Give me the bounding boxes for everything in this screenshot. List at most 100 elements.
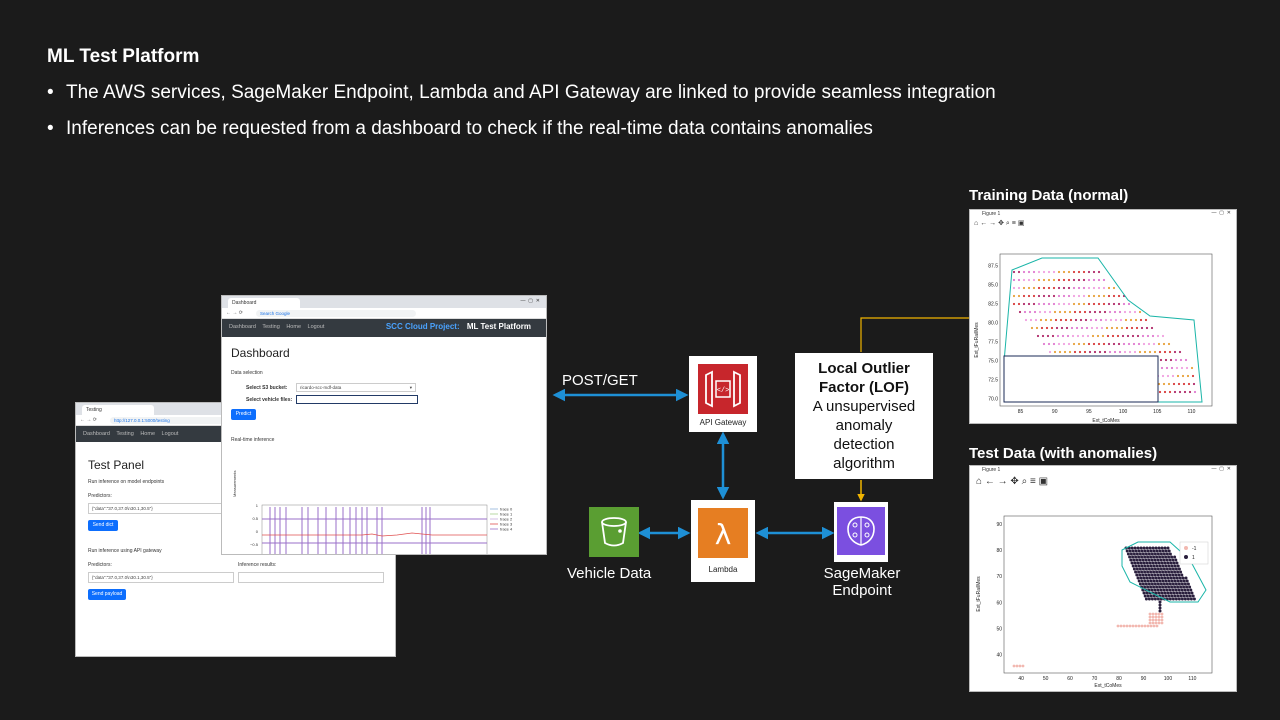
training-point	[1188, 390, 1192, 394]
inlier-point	[1167, 549, 1171, 553]
forward-icon[interactable]: →	[997, 476, 1008, 487]
nav-dashboard[interactable]: Dashboard	[229, 324, 256, 330]
bucket-label: Select S3 bucket:	[246, 385, 288, 391]
forward-icon[interactable]: →	[989, 220, 997, 227]
nav-dashboard[interactable]: Dashboard	[83, 431, 110, 437]
inlier-point	[1171, 597, 1175, 601]
training-point	[1182, 382, 1186, 386]
outlier-point	[1157, 621, 1161, 625]
bullet-1: •The AWS services, SageMaker Endpoint, L…	[47, 82, 996, 103]
training-point	[1138, 350, 1142, 354]
test-panel-tab[interactable]: Testing	[82, 405, 154, 415]
training-point	[1093, 310, 1097, 314]
y-tick: 0.5	[252, 516, 258, 521]
inlier-point	[1136, 561, 1140, 565]
inlier-point	[1139, 576, 1143, 580]
inlier-point	[1146, 564, 1150, 568]
inlier-point	[1146, 594, 1150, 598]
inlier-point	[1137, 549, 1141, 553]
send-payload-button[interactable]: Send payload	[88, 589, 126, 600]
training-point	[1032, 294, 1036, 298]
inlier-point	[1155, 564, 1159, 568]
configure-icon[interactable]: ≡	[1011, 220, 1016, 227]
inlier-point	[1165, 552, 1169, 556]
training-point	[1118, 310, 1122, 314]
inlier-point	[1168, 558, 1172, 562]
send-dict-button[interactable]: Send dict	[88, 520, 118, 531]
inlier-point	[1173, 555, 1177, 559]
test-points	[1012, 546, 1196, 668]
inlier-point	[1158, 570, 1162, 574]
training-point	[1082, 278, 1086, 282]
training-point	[1134, 318, 1138, 322]
training-point	[1017, 302, 1021, 306]
training-point	[1067, 286, 1071, 290]
nav-testing[interactable]: Testing	[116, 431, 134, 437]
bucket-select[interactable]: ricardo-scc-mdf-data▾	[296, 383, 416, 392]
back-icon[interactable]: ←	[984, 476, 995, 487]
inlier-point	[1152, 585, 1156, 589]
training-point	[1040, 326, 1044, 330]
nav-logout[interactable]: Logout	[307, 324, 325, 330]
training-point	[1042, 270, 1046, 274]
nav-logout[interactable]: Logout	[161, 431, 179, 437]
y-tick: 40	[996, 653, 1002, 659]
back-icon[interactable]: ←	[980, 220, 988, 227]
nav-arrows-icon[interactable]: ← → ⟳	[226, 310, 243, 316]
zoom-icon[interactable]: ⌕	[1021, 476, 1028, 487]
dashboard-tab[interactable]: Dashboard	[228, 298, 300, 308]
bullet-1-text: The AWS services, SageMaker Endpoint, La…	[66, 82, 996, 103]
zoom-icon[interactable]: ⌕	[1005, 220, 1010, 227]
training-point	[1112, 294, 1116, 298]
training-point	[1032, 278, 1036, 282]
training-point	[1091, 334, 1095, 338]
training-point	[1097, 302, 1101, 306]
window-controls-icon[interactable]: — ▢ ✕	[520, 298, 540, 304]
save-icon[interactable]: ▣	[1017, 220, 1025, 227]
test-panel-url[interactable]: http://127.0.0.1:5000/testing	[110, 417, 270, 424]
training-point	[1034, 318, 1038, 322]
inlier-point	[1165, 573, 1169, 577]
inlier-point	[1143, 585, 1147, 589]
nav-home[interactable]: Home	[286, 324, 301, 330]
inlier-point	[1174, 558, 1178, 562]
pan-icon[interactable]: ✥	[1010, 476, 1019, 487]
training-point	[1072, 302, 1076, 306]
x-tick: 110	[1187, 409, 1195, 415]
nav-arrows-icon[interactable]: ← → ⟳	[80, 417, 97, 423]
training-point	[1061, 334, 1065, 338]
predictors-input-2[interactable]: {"data":"37.0,37.0\n30.1,30.5"}	[88, 572, 234, 583]
configure-icon[interactable]: ≡	[1029, 476, 1036, 487]
test-panel-heading: Test Panel	[88, 458, 145, 472]
files-input[interactable]	[296, 395, 418, 404]
window-controls-icon[interactable]: — ▢ ✕	[1211, 466, 1231, 472]
inlier-point	[1165, 567, 1169, 571]
nav-testing[interactable]: Testing	[262, 324, 280, 330]
y-tick: 75.0	[988, 358, 998, 364]
inlier-point	[1173, 579, 1177, 583]
pan-icon[interactable]: ✥	[998, 220, 1004, 227]
dashboard-url[interactable]: Search Google	[256, 310, 416, 317]
predict-button[interactable]: Predict	[231, 409, 256, 420]
home-icon[interactable]: ⌂	[976, 476, 983, 487]
training-point	[1075, 326, 1079, 330]
training-point	[1023, 310, 1027, 314]
inlier-point	[1158, 609, 1162, 613]
s3-bucket-icon	[589, 507, 639, 557]
home-icon[interactable]: ⌂	[974, 220, 979, 227]
training-point	[1085, 326, 1089, 330]
inlier-point	[1151, 561, 1155, 565]
inlier-point	[1168, 573, 1172, 577]
training-point	[1042, 294, 1046, 298]
inlier-point	[1180, 597, 1184, 601]
lof-desc-2: anomaly	[835, 417, 893, 434]
inlier-point	[1143, 564, 1147, 568]
training-point	[1150, 326, 1154, 330]
nav-home[interactable]: Home	[140, 431, 155, 437]
training-point	[1102, 278, 1106, 282]
save-icon[interactable]: ▣	[1038, 476, 1049, 487]
inlier-point	[1158, 549, 1162, 553]
window-controls-icon[interactable]: — ▢ ✕	[1211, 210, 1231, 216]
